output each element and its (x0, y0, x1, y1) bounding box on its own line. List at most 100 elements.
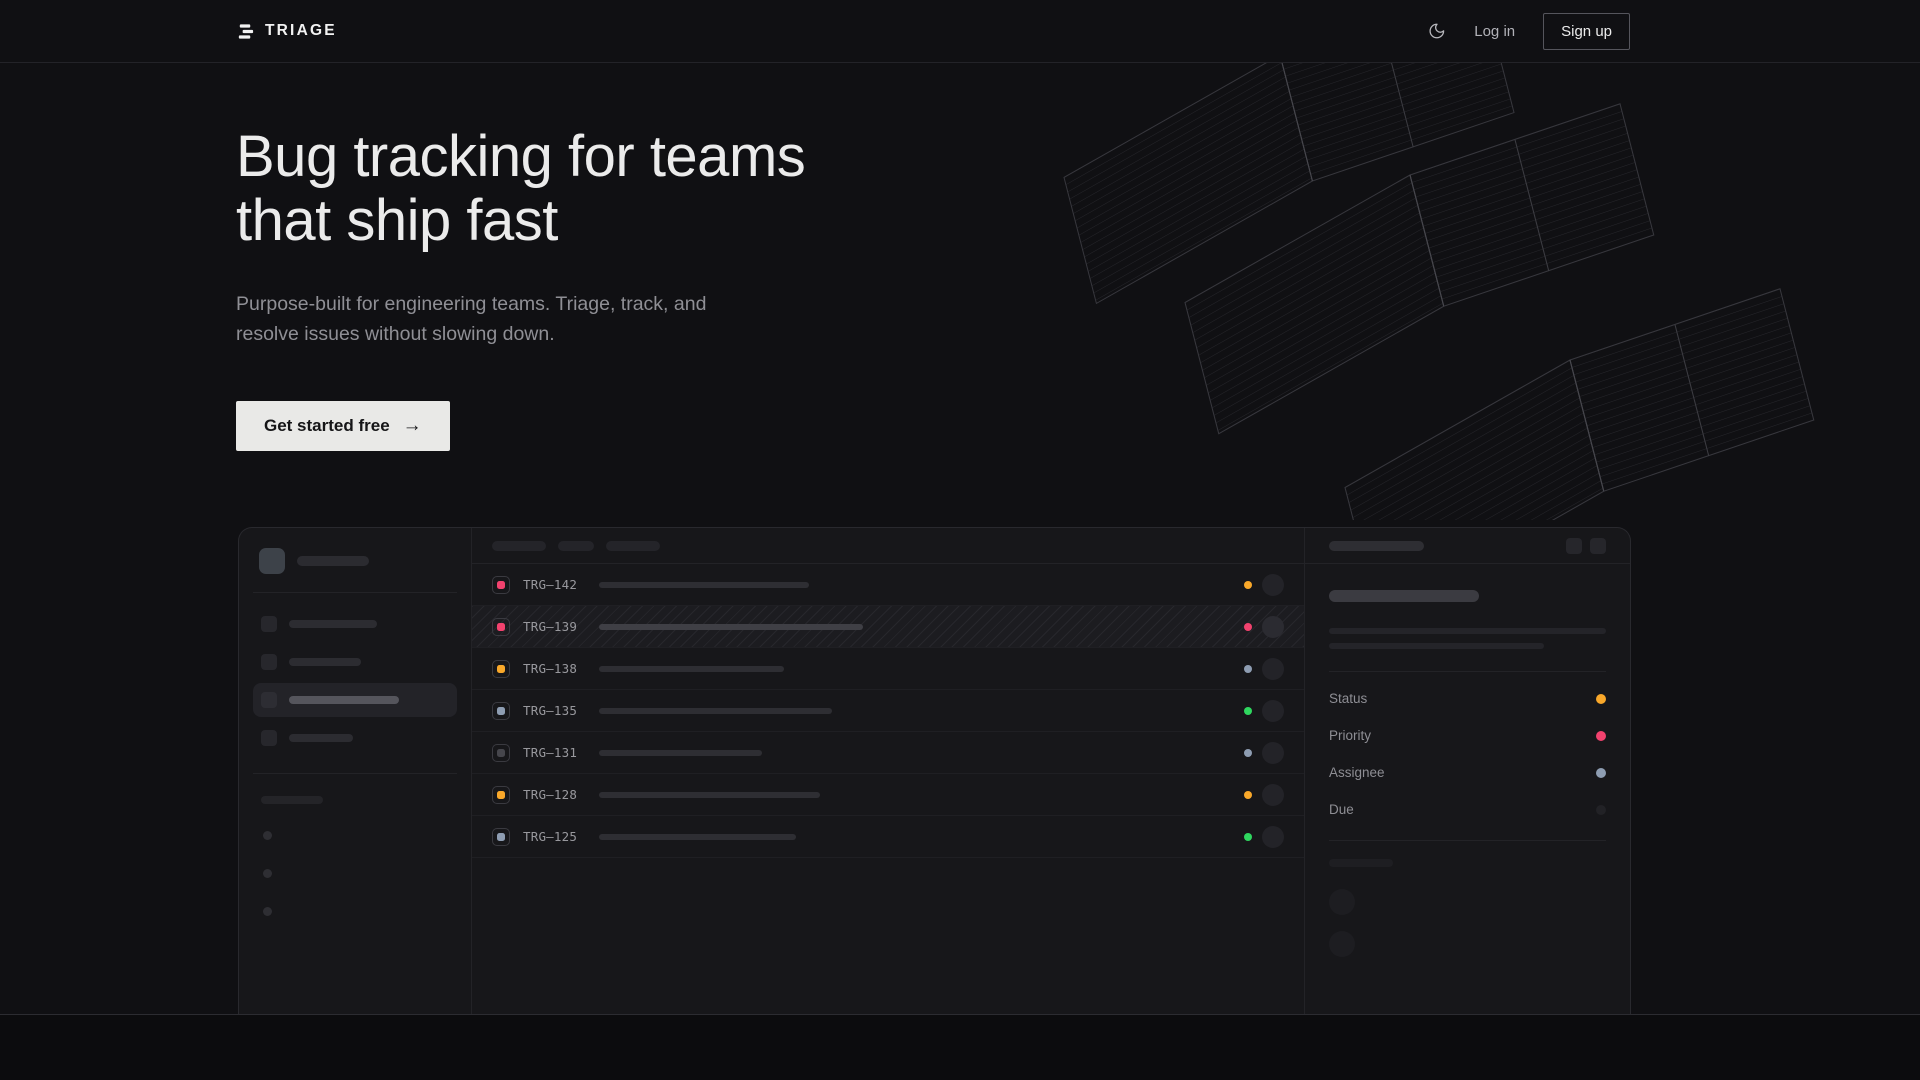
issue-id: TRG–125 (523, 829, 578, 845)
avatar-placeholder (1262, 741, 1284, 764)
dot-placeholder (263, 907, 272, 917)
issue-status-dot (1244, 664, 1252, 673)
brand-name: TRIAGE (265, 22, 337, 39)
issue-row: TRG–125 (472, 816, 1304, 859)
nav-icon-placeholder (261, 692, 277, 709)
avatar-placeholder (1262, 825, 1284, 848)
nav-icon-placeholder (261, 730, 277, 747)
issue-skeleton-bar (599, 623, 863, 630)
mockup-sidebar (239, 528, 472, 1015)
arrow-right-icon: → (402, 415, 422, 437)
issue-type-dot (497, 580, 505, 589)
issue-status-dot (1244, 790, 1252, 799)
issue-row-meta (1244, 825, 1284, 848)
issue-status-dot (1244, 706, 1252, 715)
mockup-detail-fields: Status Priority Assignee Due (1329, 680, 1606, 828)
mockup-sidebar-dots (263, 831, 457, 917)
avatar-placeholder (1262, 573, 1284, 596)
mockup-detail-panel: Status Priority Assignee Due (1304, 528, 1630, 1015)
mockup-list-header (472, 528, 1304, 565)
issue-id: TRG–142 (523, 577, 578, 593)
field-label: Status (1329, 691, 1368, 707)
get-started-label: Get started free (264, 416, 390, 436)
field-dot (1596, 767, 1606, 778)
issue-row-selected: TRG–139 (472, 606, 1304, 649)
skeleton-bar (289, 658, 361, 667)
main-content: Bug tracking for teams that ship fast Pu… (0, 63, 1920, 1015)
issue-skeleton-bar (599, 749, 762, 756)
app-preview-mockup: TRG–142 TRG–139 (238, 527, 1631, 1015)
skeleton-bar (1329, 540, 1424, 551)
issue-type-icon (492, 617, 510, 636)
avatar-placeholder (1262, 615, 1284, 638)
divider (253, 773, 457, 775)
skeleton-line (1329, 643, 1544, 650)
avatar-placeholder (1262, 783, 1284, 806)
issue-type-icon (492, 785, 510, 804)
issue-row-meta (1244, 657, 1284, 680)
field-dot (1596, 693, 1606, 704)
login-link[interactable]: Log in (1474, 22, 1516, 40)
field-label: Assignee (1329, 765, 1385, 781)
triage-logo-icon (238, 23, 254, 39)
issue-type-dot (497, 790, 505, 799)
mockup-nav-item (253, 607, 457, 641)
mockup-sidebar-nav (253, 607, 457, 755)
hero-section: Bug tracking for teams that ship fast Pu… (236, 63, 1920, 452)
issue-row-meta (1244, 573, 1284, 596)
theme-toggle-button[interactable] (1428, 22, 1446, 40)
dot-placeholder (263, 869, 272, 879)
hero-title-line1: Bug tracking for teams (236, 124, 806, 189)
issue-status-dot (1244, 748, 1252, 757)
issue-skeleton-bar (599, 707, 832, 714)
detail-field-priority: Priority (1329, 717, 1606, 754)
divider (1329, 840, 1606, 842)
mockup-sidebar-logo-row (253, 548, 457, 575)
issue-skeleton-bar (599, 833, 796, 840)
mockup-nav-item (253, 645, 457, 679)
hero-title: Bug tracking for teams that ship fast (236, 125, 1920, 253)
hero-subtitle-line2: resolve issues without slowing down. (236, 322, 555, 345)
issue-type-dot (497, 832, 505, 841)
nav-actions: Log in Sign up (1428, 12, 1630, 50)
issue-row: TRG–135 (472, 690, 1304, 733)
field-dot (1596, 730, 1606, 741)
issue-status-dot (1244, 622, 1252, 631)
hero-subtitle-line1: Purpose-built for engineering teams. Tri… (236, 292, 707, 315)
skeleton-bar (1329, 859, 1393, 868)
skeleton-line (1329, 628, 1606, 635)
issue-row-meta (1244, 615, 1284, 638)
issue-type-icon (492, 701, 510, 720)
issue-skeleton-bar (599, 665, 784, 672)
issue-id: TRG–138 (523, 661, 578, 677)
skeleton-pill (558, 540, 594, 551)
issue-row: TRG–131 (472, 732, 1304, 775)
issue-type-icon (492, 575, 510, 594)
issue-type-icon (492, 743, 510, 762)
skeleton-bar (289, 734, 353, 743)
divider (253, 592, 457, 594)
avatar-placeholder (1262, 657, 1284, 680)
brand: TRIAGE (236, 22, 337, 41)
issue-row-meta (1244, 699, 1284, 722)
mockup-detail-header (1305, 528, 1630, 565)
signup-button[interactable]: Sign up (1543, 12, 1630, 50)
get-started-button[interactable]: Get started free → (236, 401, 450, 452)
skeleton-bar (297, 556, 369, 567)
issue-row-meta (1244, 783, 1284, 806)
skeleton-bar (289, 696, 399, 705)
avatar-placeholder (1329, 889, 1355, 916)
issue-row: TRG–128 (472, 774, 1304, 817)
issue-skeleton-bar (599, 581, 809, 588)
detail-field-due: Due (1329, 791, 1606, 828)
nav-icon-placeholder (261, 616, 277, 633)
avatar-placeholder (1262, 699, 1284, 722)
square-placeholder (1566, 537, 1582, 554)
top-navbar: TRIAGE Log in Sign up (0, 0, 1920, 63)
issue-type-dot (497, 622, 505, 631)
issue-row: TRG–142 (472, 564, 1304, 607)
issue-status-dot (1244, 580, 1252, 589)
mockup-nav-item (253, 721, 457, 755)
skeleton-title-bar (1329, 590, 1479, 603)
nav-icon-placeholder (261, 654, 277, 671)
